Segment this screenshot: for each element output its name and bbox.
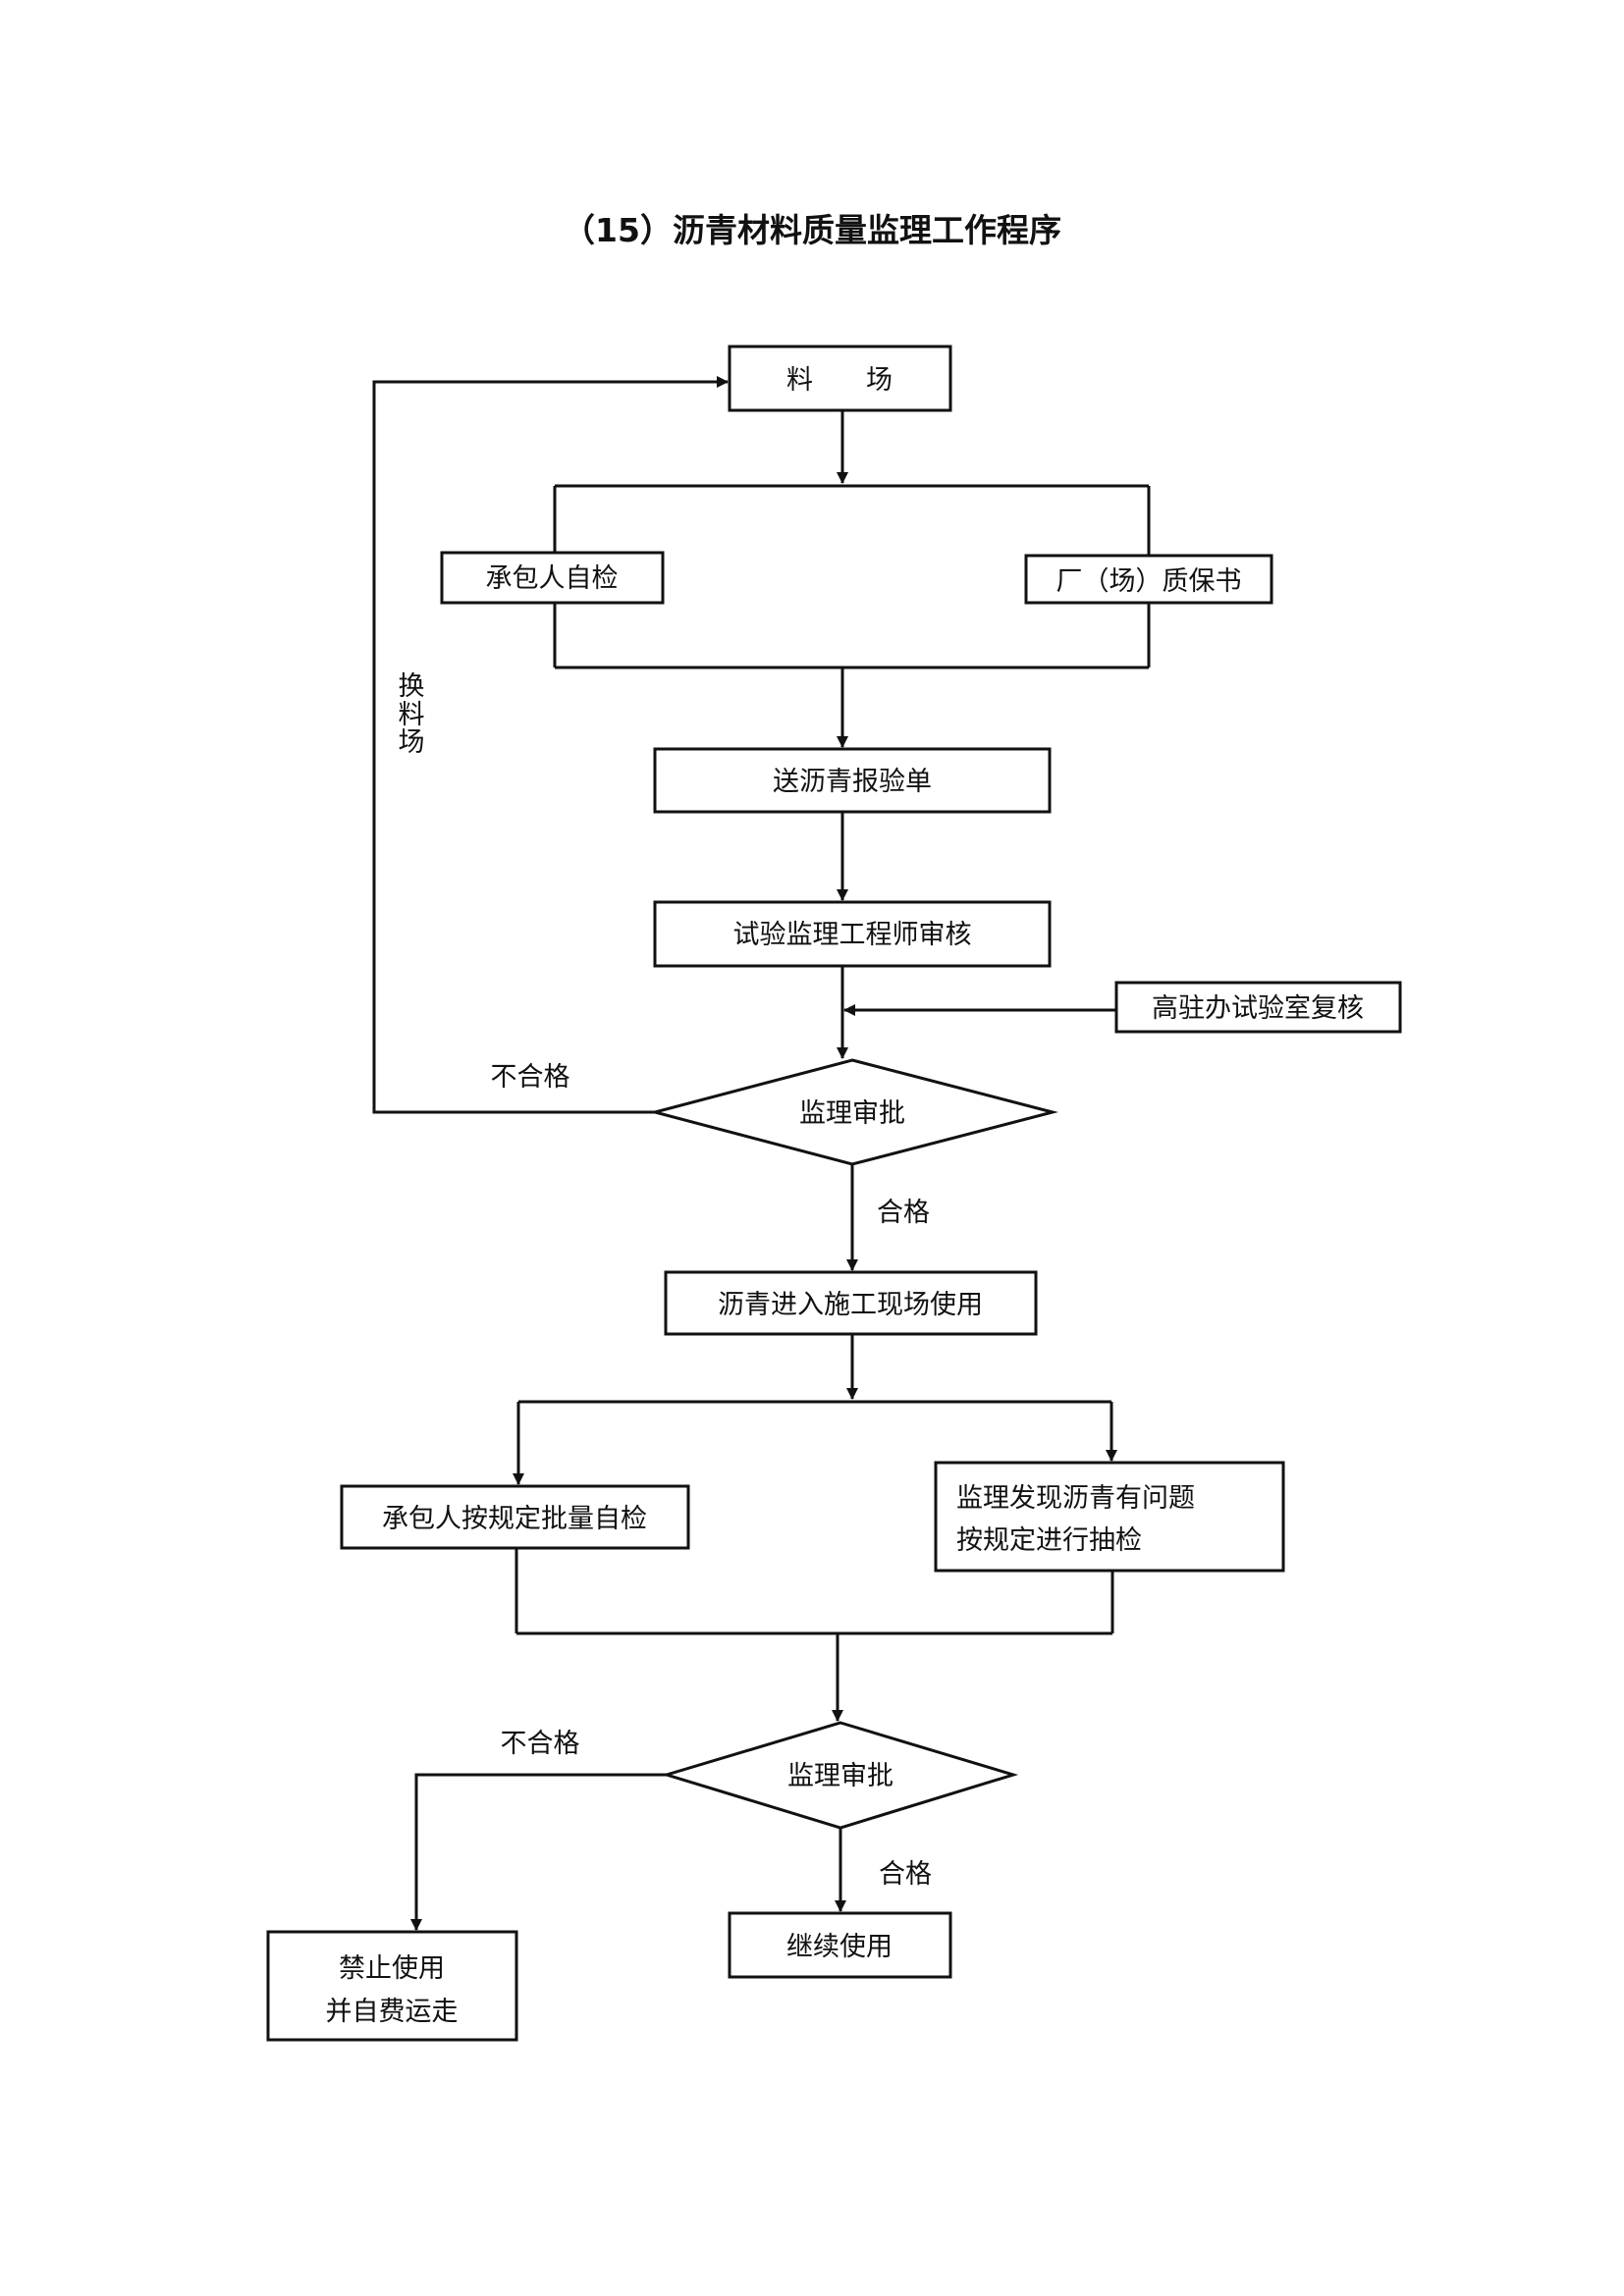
- node-factory-certificate-label: 厂（场）质保书: [1056, 566, 1242, 597]
- node-approval-1-label: 监理审批: [799, 1098, 905, 1129]
- node-supervisor-spot-check-line2: 按规定进行抽检: [956, 1525, 1142, 1556]
- node-contractor-batch-check-label: 承包人按规定批量自检: [382, 1504, 647, 1534]
- node-approval-2-label: 监理审批: [787, 1761, 893, 1791]
- node-lab-recheck: [1114, 981, 1402, 1034]
- edge-label-pass-1: 合格: [877, 1198, 930, 1228]
- node-continue-use-label: 继续使用: [786, 1932, 893, 1962]
- node-supervisor-spot-check-line1: 监理发现沥青有问题: [956, 1483, 1195, 1514]
- loop-fail-to-yard: [372, 376, 729, 1114]
- node-contractor-self-check-label: 承包人自检: [486, 563, 619, 594]
- node-prohibit-use-line1: 禁止使用: [339, 1953, 445, 1984]
- node-prohibit-use-line2: 并自费运走: [326, 1997, 459, 2027]
- node-submit-report: [653, 747, 1052, 814]
- node-continue-use: [728, 1911, 952, 1979]
- node-submit-report-label: 送沥青报验单: [773, 767, 932, 797]
- edge-label-fail-1: 不合格: [491, 1062, 570, 1093]
- page-title: （15）沥青材料质量监理工作程序: [563, 211, 1061, 249]
- node-enter-site: [664, 1270, 1038, 1336]
- node-material-yard-label: 料 场: [786, 365, 893, 396]
- edge-label-change-yard-2: 料: [399, 700, 425, 730]
- node-lab-recheck-label: 高驻办试验室复核: [1152, 993, 1364, 1024]
- edge-label-change-yard-1: 换: [399, 671, 425, 702]
- edge-label-pass-2: 合格: [879, 1859, 932, 1890]
- node-prohibit-use: [266, 1930, 518, 2042]
- node-supervisor-spot-check: [934, 1461, 1285, 1573]
- arrow-fail2-to-prohibit: [410, 1773, 667, 1931]
- node-material-yard: [728, 345, 952, 412]
- node-contractor-batch-check: [340, 1484, 690, 1550]
- node-enter-site-label: 沥青进入施工现场使用: [718, 1290, 983, 1320]
- edge-label-fail-2: 不合格: [501, 1729, 580, 1759]
- node-test-engineer-review-label: 试验监理工程师审核: [733, 920, 972, 950]
- node-contractor-self-check: [440, 551, 665, 605]
- node-factory-certificate: [1024, 554, 1273, 605]
- node-test-engineer-review: [653, 900, 1052, 968]
- edge-label-change-yard-3: 场: [399, 727, 425, 758]
